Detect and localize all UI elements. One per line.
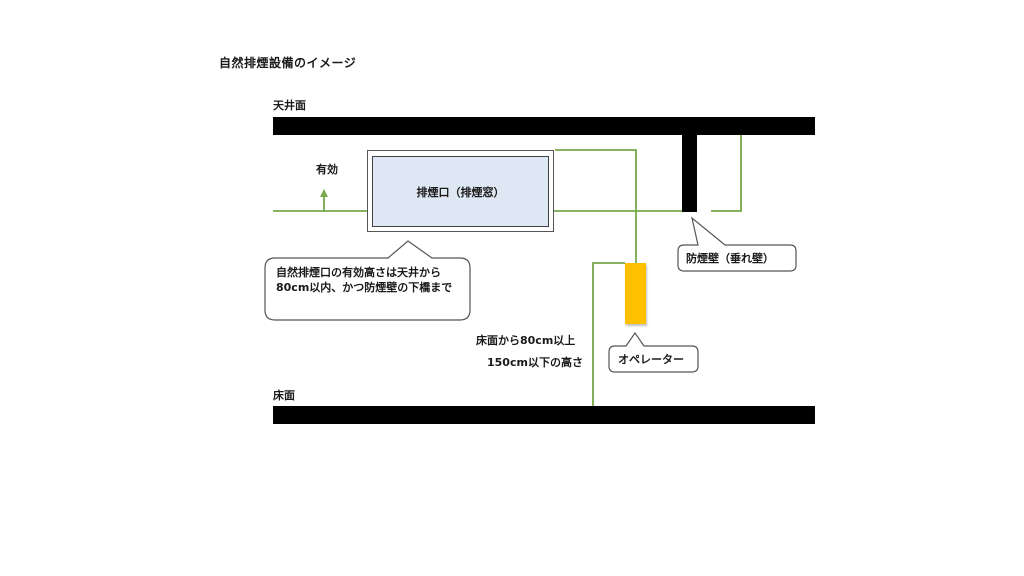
diagram-title: 自然排煙設備のイメージ: [219, 56, 357, 70]
smoke-vent-label: 排煙口（排煙窓）: [416, 185, 505, 199]
vent-height-callout: 自然排煙口の有効高さは天井から 80cm以内、かつ防煙壁の下橋まで: [276, 265, 452, 295]
floor-bar: [273, 406, 815, 424]
smoke-wall: [682, 133, 697, 212]
operator-device: [625, 263, 646, 324]
vent-height-callout-line1: 自然排煙口の有効高さは天井から: [276, 266, 441, 279]
vent-height-callout-line2: 80cm以内、かつ防煙壁の下橋まで: [276, 281, 453, 294]
effective-label: 有効: [316, 163, 338, 176]
floor-label: 床面: [273, 389, 295, 402]
up-arrow-icon: [320, 189, 328, 197]
ceiling-bar: [273, 117, 815, 135]
height-note-line1: 床面から80cm以上: [476, 334, 576, 347]
operator-callout: オペレーター: [618, 353, 684, 366]
smoke-wall-callout: 防煙壁（垂れ壁）: [686, 252, 774, 265]
smoke-vent-window: 排煙口（排煙窓）: [372, 156, 549, 227]
ceiling-label: 天井面: [273, 99, 306, 112]
height-note-line2: 150cm以下の高さ: [487, 356, 583, 369]
